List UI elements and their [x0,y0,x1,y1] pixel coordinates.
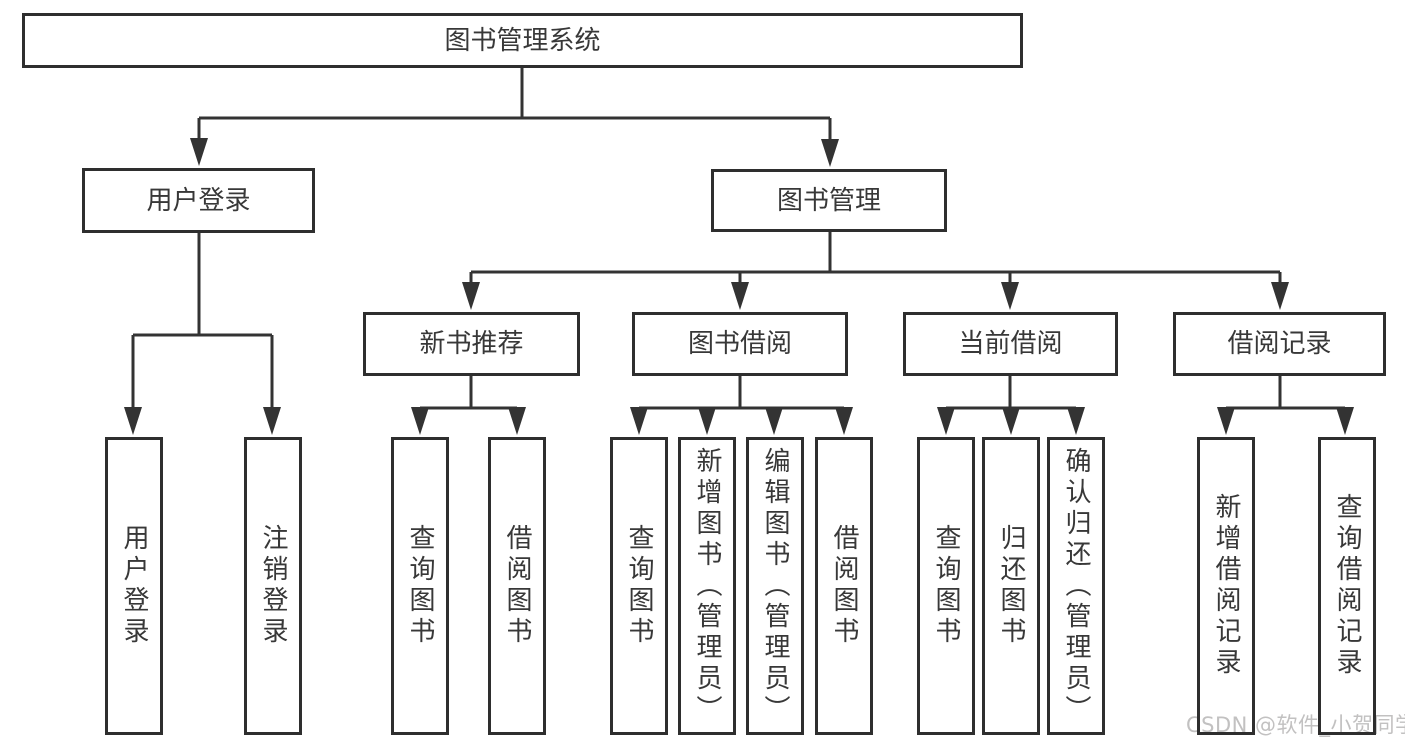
node-new-book-recommendation: 新书推荐 [363,312,580,376]
leaf-search-books-recommend: 查询图书 [391,437,449,735]
node-book-management: 图书管理 [711,169,947,232]
leaf-search-books-current: 查询图书 [917,437,975,735]
node-borrowing-records: 借阅记录 [1173,312,1386,376]
node-current-borrowing: 当前借阅 [903,312,1118,376]
leaf-edit-books-admin: 编辑图书（管理员） [746,437,804,735]
watermark: CSDN @软件_小贺同学 [1186,713,1405,737]
node-user-login: 用户登录 [82,168,315,233]
leaf-search-books-borrowing: 查询图书 [610,437,668,735]
node-book-borrowing: 图书借阅 [632,312,848,376]
leaf-search-borrow-record: 查询借阅记录 [1318,437,1376,735]
leaf-return-books: 归还图书 [982,437,1040,735]
leaf-borrow-books-recommend: 借阅图书 [488,437,546,735]
leaf-confirm-return-admin: 确认归还（管理员） [1047,437,1105,735]
leaf-borrow-books-borrowing: 借阅图书 [815,437,873,735]
node-library-management-system: 图书管理系统 [22,13,1023,68]
leaf-user-login: 用户登录 [105,437,163,735]
leaf-add-books-admin: 新增图书（管理员） [678,437,736,735]
leaf-add-borrow-record: 新增借阅记录 [1197,437,1255,735]
leaf-logout: 注销登录 [244,437,302,735]
